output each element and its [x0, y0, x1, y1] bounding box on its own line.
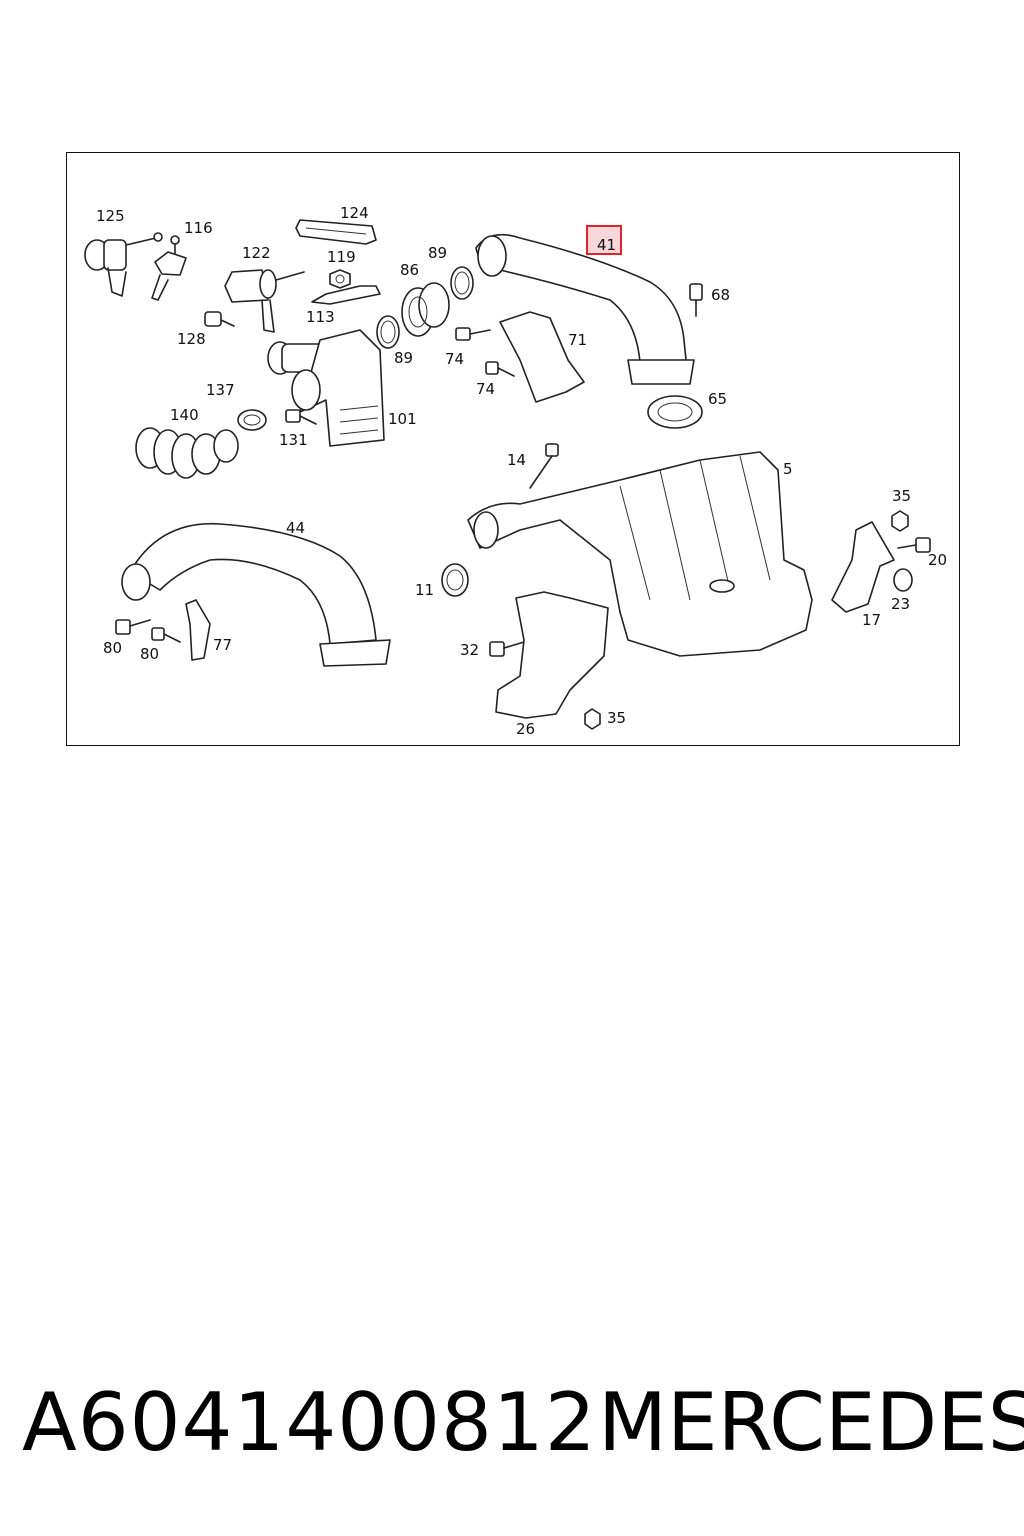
part-113-drawing [311, 285, 381, 305]
label-131: 131 [279, 431, 308, 449]
part-44-drawing [121, 522, 391, 667]
part-14-drawing [529, 443, 559, 489]
part-86-drawing [401, 282, 450, 337]
part-20-drawing [897, 537, 931, 553]
label-113: 113 [306, 308, 335, 326]
label-140: 140 [170, 406, 199, 424]
label-80-a: 80 [103, 639, 122, 657]
label-137: 137 [206, 381, 235, 399]
part-68-drawing [689, 283, 703, 317]
part-26-drawing [495, 591, 609, 719]
label-35-right: 35 [892, 487, 911, 505]
diagram-frame [66, 152, 960, 746]
label-65: 65 [708, 390, 727, 408]
part-65-drawing [647, 395, 703, 429]
label-23: 23 [891, 595, 910, 613]
part-77-drawing [185, 599, 211, 661]
label-124: 124 [340, 204, 369, 222]
part-89-drawing [376, 266, 474, 349]
label-26: 26 [516, 720, 535, 738]
part-35-drawing [584, 510, 909, 730]
part-101-drawing [267, 329, 385, 447]
part-131-drawing [285, 409, 317, 425]
label-74-a: 74 [445, 350, 464, 368]
label-14: 14 [507, 451, 526, 469]
callout-labels: 125 116 124 122 119 89 86 41 68 113 128 … [96, 204, 947, 738]
label-128: 128 [177, 330, 206, 348]
part-125-drawing [84, 232, 163, 297]
label-119: 119 [327, 248, 356, 266]
label-44: 44 [286, 519, 305, 537]
label-125: 125 [96, 207, 125, 225]
label-86: 86 [400, 261, 419, 279]
part-80-drawing [115, 619, 181, 643]
label-80-b: 80 [140, 645, 159, 663]
label-71: 71 [568, 331, 587, 349]
label-32: 32 [460, 641, 479, 659]
label-74-b: 74 [476, 380, 495, 398]
label-77: 77 [213, 636, 232, 654]
label-68: 68 [711, 286, 730, 304]
label-5: 5 [783, 460, 793, 478]
label-101: 101 [388, 410, 417, 428]
part-number: A6041400812 [22, 1376, 597, 1469]
part-119-drawing [329, 269, 351, 289]
part-122-drawing [224, 269, 305, 333]
highlight-box [586, 225, 622, 255]
label-11: 11 [415, 581, 434, 599]
part-116-drawing [151, 235, 187, 301]
label-41: 41 [597, 236, 616, 254]
part-23-drawing [893, 568, 913, 592]
label-89-bottom: 89 [394, 349, 413, 367]
part-137-drawing [237, 409, 267, 431]
part-41-drawing [475, 233, 695, 385]
part-74-drawing [455, 327, 515, 377]
part-128-drawing [204, 311, 235, 327]
part-5-drawing [467, 451, 813, 657]
part-11-drawing [441, 563, 469, 597]
part-124-drawing [295, 219, 377, 245]
label-122: 122 [242, 244, 271, 262]
label-89-top: 89 [428, 244, 447, 262]
part-140-drawing [135, 427, 239, 479]
label-35-bottom: 35 [607, 709, 626, 727]
brand-name: MERCEDES [598, 1376, 1024, 1469]
part-17-drawing [831, 521, 895, 613]
label-17: 17 [862, 611, 881, 629]
label-20: 20 [928, 551, 947, 569]
part-32-drawing [489, 641, 525, 657]
part-71-drawing [499, 311, 585, 403]
label-116: 116 [184, 219, 213, 237]
